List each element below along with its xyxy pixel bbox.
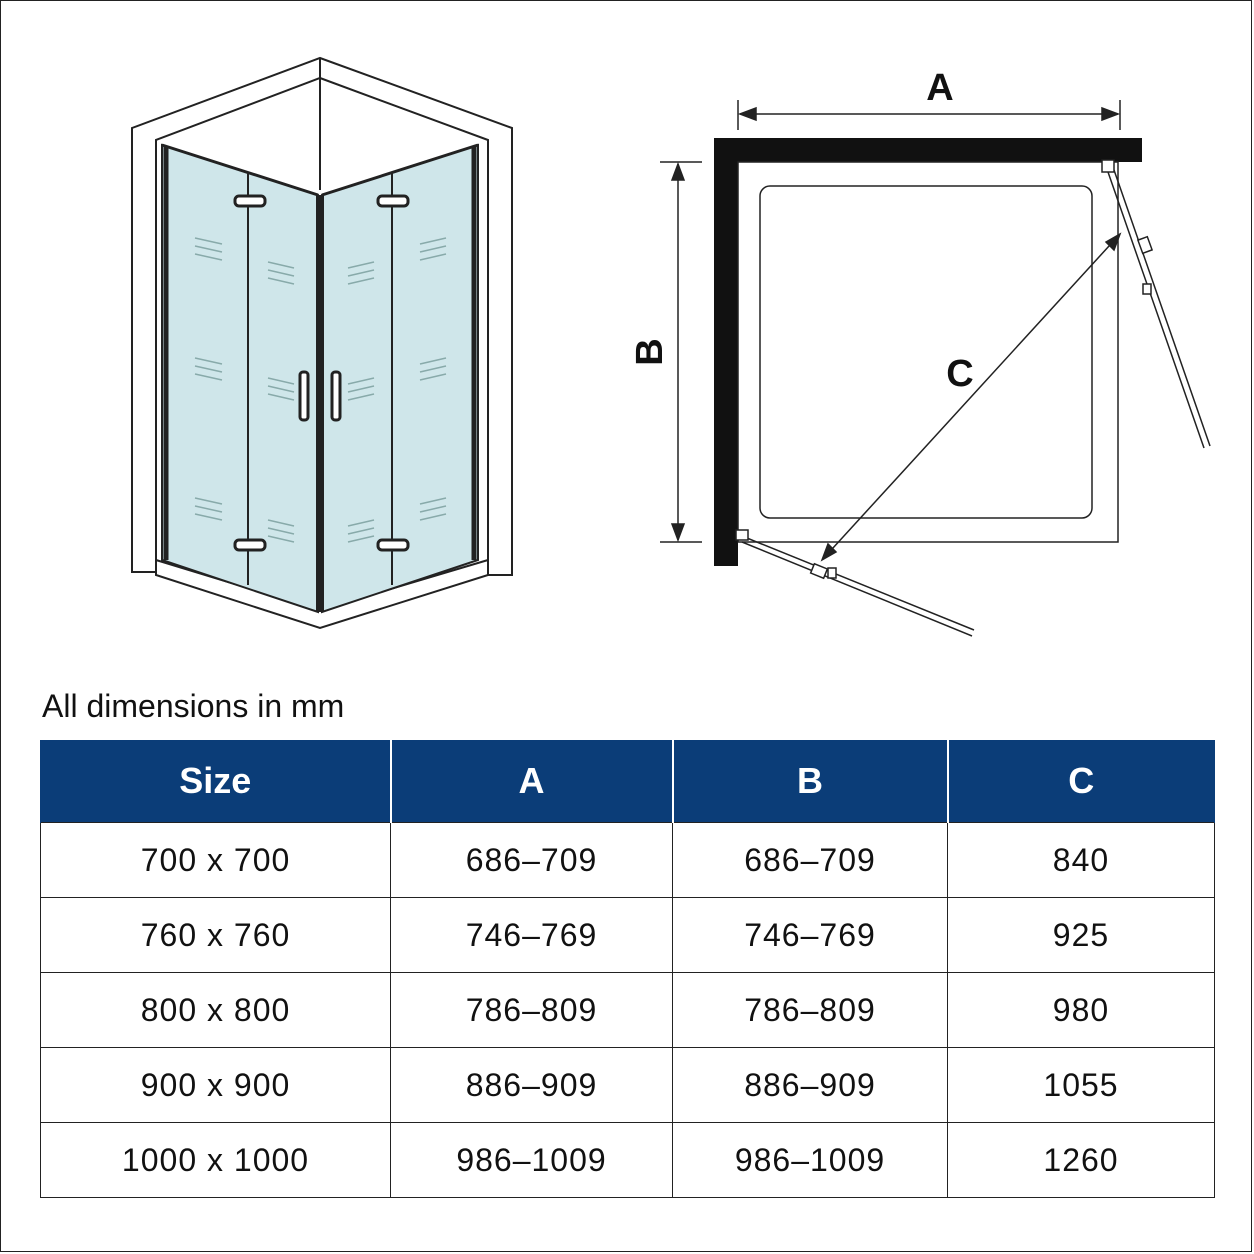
wall-top (714, 138, 1142, 162)
table-row: 700 x 700 686–709 686–709 840 (40, 822, 1215, 898)
header-size: Size (40, 740, 392, 823)
dimensions-table: Size A B C 700 x 700 686–709 686–709 840… (40, 740, 1215, 1198)
label-a: A (926, 67, 953, 109)
cell-a: 886–909 (390, 1047, 673, 1123)
cell-b: 886–909 (672, 1047, 948, 1123)
cell-c: 980 (947, 972, 1215, 1048)
shower-tray (759, 185, 1093, 519)
cell-a: 686–709 (390, 822, 673, 898)
cell-c: 1260 (947, 1122, 1215, 1198)
dimension-a-line (737, 100, 1121, 130)
cell-a: 786–809 (390, 972, 673, 1048)
header-c: C (946, 740, 1215, 823)
dimension-c-line (820, 232, 1122, 562)
cell-c: 840 (947, 822, 1215, 898)
header-b: B (671, 740, 949, 823)
cell-size: 1000 x 1000 (40, 1122, 391, 1198)
cell-c: 1055 (947, 1047, 1215, 1123)
cell-size: 760 x 760 (40, 897, 391, 973)
shower-enclosure-3d (131, 56, 513, 630)
label-b: B (629, 338, 671, 365)
cell-size: 900 x 900 (40, 1047, 391, 1123)
table-row: 1000 x 1000 986–1009 986–1009 1260 (40, 1122, 1215, 1198)
folding-doors-open (735, 159, 1211, 637)
cell-a: 746–769 (390, 897, 673, 973)
table-row: 800 x 800 786–809 786–809 980 (40, 972, 1215, 1048)
product-diagrams: A B C (131, 56, 1211, 637)
cell-b: 686–709 (672, 822, 948, 898)
cell-b: 986–1009 (672, 1122, 948, 1198)
wall-left (714, 138, 738, 566)
header-a: A (389, 740, 674, 823)
plan-view-diagram (660, 100, 1211, 637)
cell-b: 786–809 (672, 972, 948, 1048)
label-c: C (946, 353, 973, 395)
cell-c: 925 (947, 897, 1215, 973)
table-row: 900 x 900 886–909 886–909 1055 (40, 1047, 1215, 1123)
table-header-row: Size A B C (40, 740, 1215, 823)
dimension-b-line (660, 161, 702, 543)
cell-size: 800 x 800 (40, 972, 391, 1048)
cell-b: 746–769 (672, 897, 948, 973)
cell-a: 986–1009 (390, 1122, 673, 1198)
table-row: 760 x 760 746–769 746–769 925 (40, 897, 1215, 973)
cell-size: 700 x 700 (40, 822, 391, 898)
units-caption: All dimensions in mm (42, 688, 345, 724)
